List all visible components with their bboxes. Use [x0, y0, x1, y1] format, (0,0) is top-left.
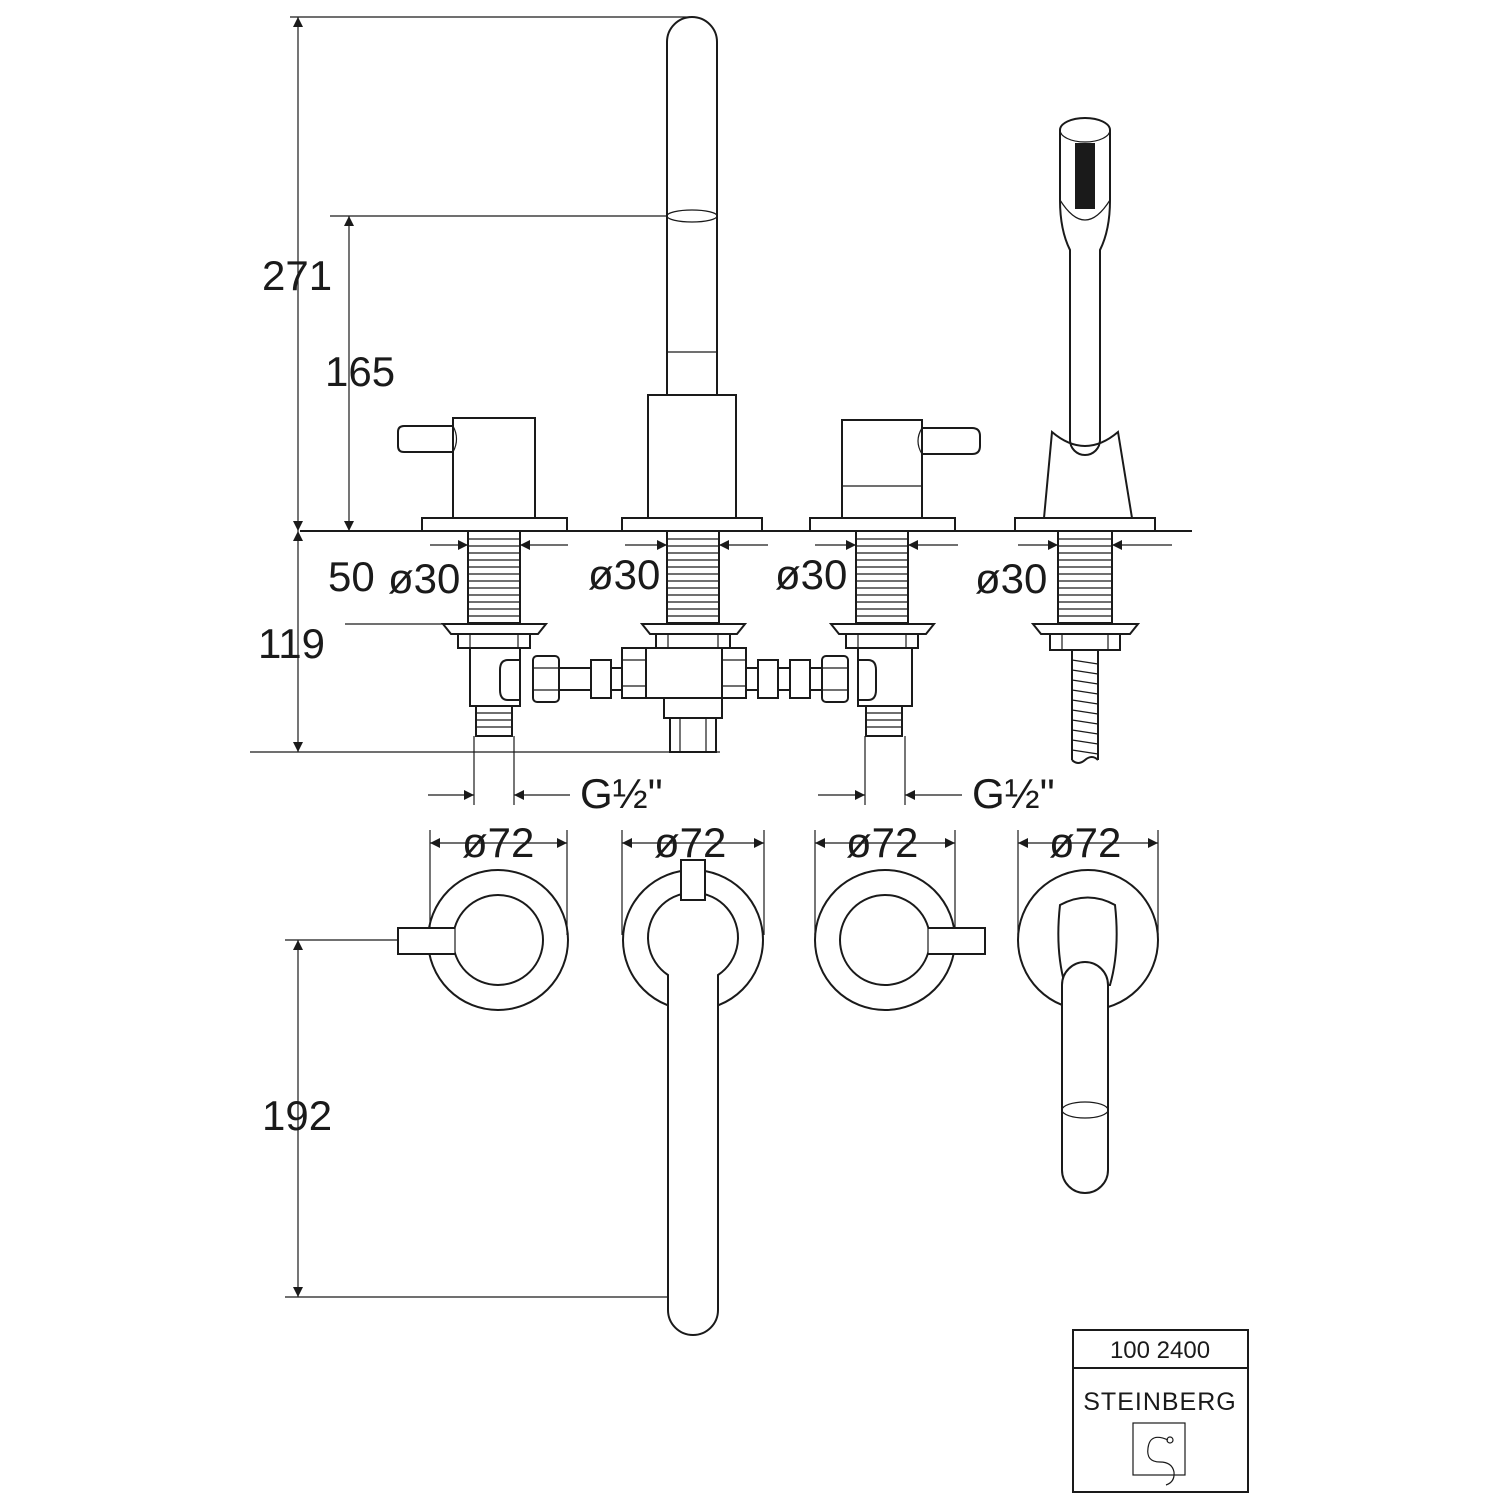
- top-view: [285, 830, 1159, 1336]
- left-rosette: [397, 869, 569, 1011]
- shower-button-icon: [1075, 143, 1095, 209]
- dim-rosette-1: ø72: [462, 819, 534, 866]
- spout-body: [621, 16, 763, 753]
- dim-spout-projection: 192: [262, 1092, 332, 1139]
- dim-shank-1: ø30: [388, 555, 460, 602]
- right-handle-valve: [809, 419, 981, 737]
- dim-rosette-3: ø72: [846, 819, 918, 866]
- dim-rosette-4: ø72: [1049, 819, 1121, 866]
- title-block: 100 2400 STEINBERG: [1072, 1329, 1249, 1493]
- dim-shank-2: ø30: [588, 551, 660, 598]
- spout-rosette: [622, 859, 764, 1336]
- dim-connection-right: G½": [972, 770, 1055, 817]
- hand-shower-rosette: [1017, 869, 1159, 1194]
- brand-name: STEINBERG: [1083, 1388, 1236, 1416]
- dimension-lines: [290, 16, 1172, 805]
- dim-total-height: 271: [262, 252, 332, 299]
- dim-below-deck: 119: [258, 620, 325, 667]
- article-number: 100 2400: [1110, 1337, 1210, 1364]
- dim-connection-left: G½": [580, 770, 663, 817]
- dim-spout-height: 165: [325, 348, 395, 395]
- dim-shank-4: ø30: [975, 555, 1047, 602]
- left-handle-valve: [397, 417, 568, 737]
- hand-shower-icon: [1132, 1422, 1186, 1486]
- hand-shower: [1014, 117, 1156, 764]
- dim-shank-3: ø30: [775, 551, 847, 598]
- connection-pipes: [532, 655, 849, 703]
- right-rosette: [814, 869, 986, 1011]
- dim-rosette-2: ø72: [654, 819, 726, 866]
- dim-deck-offset: 50: [328, 553, 375, 600]
- side-view: [250, 16, 1192, 764]
